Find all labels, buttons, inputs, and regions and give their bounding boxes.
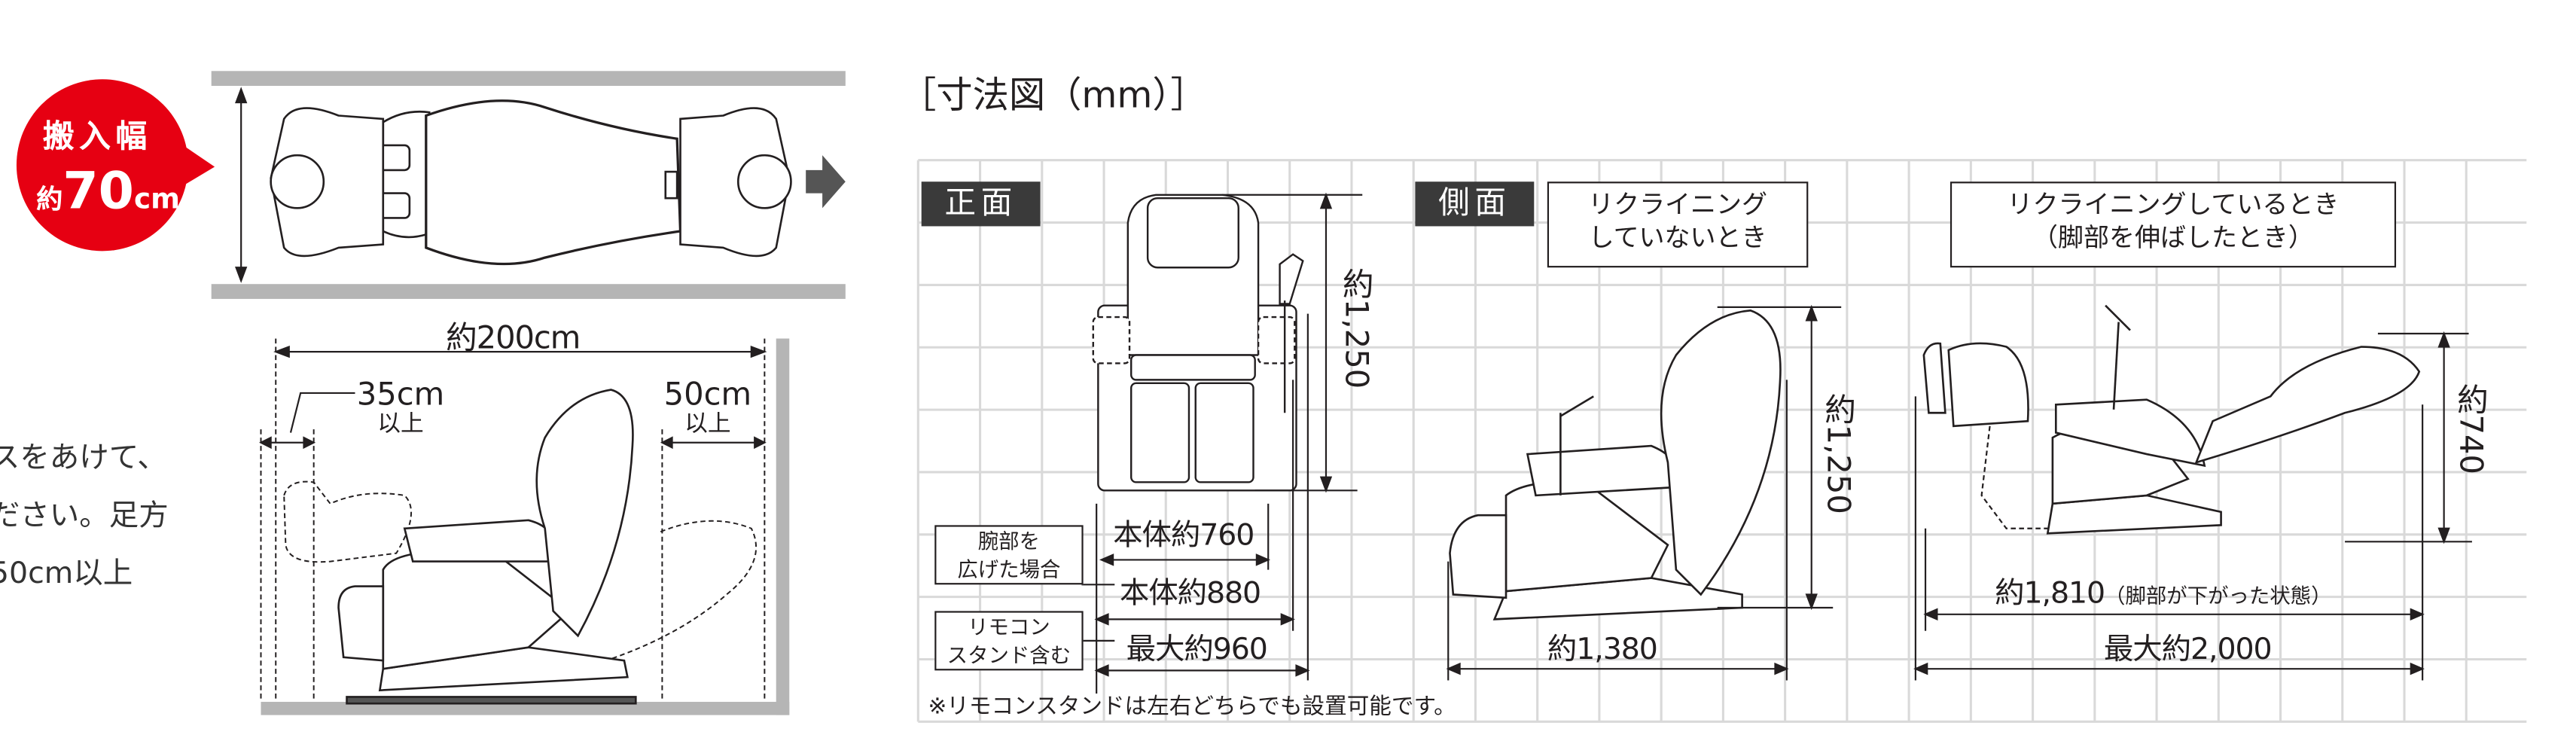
side-view-label: 側面 xyxy=(1415,181,1535,227)
badge-label: 搬入幅 xyxy=(43,118,152,156)
room-chair xyxy=(337,389,637,705)
upright-depth-label: 約1,380 xyxy=(1547,632,1658,667)
side-note-text: スをあけて、 ださい。足方 50cm以上 xyxy=(0,429,169,602)
upright-caption: リクライニング していないとき xyxy=(1547,181,1809,268)
front-clearance-label: 35cm 以上 xyxy=(356,377,445,439)
front-clearance-value: 35cm xyxy=(356,377,445,413)
back-clearance-value: 50cm xyxy=(663,377,752,413)
carry-width-arrow xyxy=(235,87,248,283)
side-reclined-chair xyxy=(1922,304,2421,535)
corridor-wall-top xyxy=(211,71,846,87)
back-clearance-note: 以上 xyxy=(684,411,731,438)
reclined-depth-row: 約1,810（脚部が下がった状態） xyxy=(1995,570,2331,613)
side-note-line: スをあけて、 xyxy=(0,441,167,476)
speech-bubble-shape xyxy=(16,79,215,252)
max-width: 最大約960 xyxy=(1126,632,1268,667)
arms-open-width: 本体約880 xyxy=(1119,576,1261,611)
reclined-depth-note: （脚部が下がった状態） xyxy=(2105,583,2332,608)
front-body-width: 本体約760 xyxy=(1113,518,1254,553)
dimensions-title: ［寸法図（mm）］ xyxy=(900,75,1207,117)
upright-height-label: 約1,250 xyxy=(1819,392,1856,514)
side-note-line: ださい。足方 xyxy=(0,499,169,534)
badge-unit: cm xyxy=(133,183,180,217)
room-length-label: 約200cm xyxy=(446,320,581,357)
badge-value-row: 約70cm xyxy=(36,162,180,221)
reclined-height-label: 約740 xyxy=(2452,383,2489,474)
arms-open-caption: 腕部を 広げた場合 xyxy=(934,525,1084,585)
legs-lowered-outline xyxy=(1980,425,2048,529)
top-view-chair xyxy=(270,99,792,266)
back-clearance-label: 50cm 以上 xyxy=(663,377,752,439)
reclined-depth-label: 約1,810 xyxy=(1995,576,2105,611)
badge-value: 70 xyxy=(62,161,134,221)
footnote: ※リモコンスタンドは左右どちらでも設置可能です。 xyxy=(928,694,1456,721)
front-chair xyxy=(1092,194,1304,492)
direction-arrow-icon xyxy=(806,155,846,209)
badge-prefix: 約 xyxy=(36,183,63,215)
remote-stand-caption: リモコン スタンド含む xyxy=(934,611,1084,671)
reclined-caption: リクライニングしているとき （脚部を伸ばしたとき） xyxy=(1950,181,2397,268)
front-height-label: 約1,250 xyxy=(1337,267,1374,389)
side-note-line: 50cm以上 xyxy=(0,556,133,592)
room-wall xyxy=(776,338,790,715)
corridor-wall-bottom xyxy=(211,284,846,299)
reclined-max-label: 最大約2,000 xyxy=(2103,632,2273,667)
front-clearance-note: 以上 xyxy=(377,411,424,438)
front-view-label: 正面 xyxy=(921,181,1041,227)
room-floor xyxy=(261,702,790,715)
side-upright-chair xyxy=(1449,309,1782,621)
carry-in-width-badge: 搬入幅 約70cm xyxy=(16,79,215,252)
